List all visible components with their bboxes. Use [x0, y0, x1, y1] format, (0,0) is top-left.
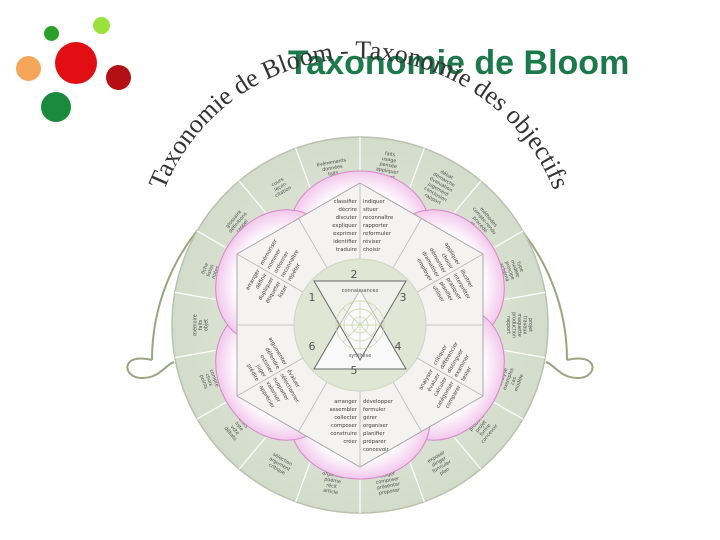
outer-label-word: maquette: [516, 313, 522, 336]
outer-label-word: listes: [206, 263, 216, 277]
right-ribbon-loop: [545, 357, 594, 380]
petal-verb-right: gérer: [363, 414, 378, 421]
outer-label-word: mémoire: [191, 314, 198, 335]
outer-label-word: présenter: [376, 480, 400, 491]
petal-verb-right: situer: [363, 207, 379, 213]
decor-dot-darkred: [106, 65, 131, 90]
petal-verb-right: concevoir: [363, 447, 390, 453]
petal-verb-left: assembler: [330, 407, 358, 413]
decor-dot-lime: [93, 17, 110, 34]
level-number-4: 4: [395, 340, 402, 353]
outer-label-word: travaux: [522, 316, 528, 335]
petal-verb-right: planifier: [363, 431, 386, 437]
decor-dot-orange: [16, 56, 41, 81]
petal-verb-left: collecter: [334, 415, 358, 421]
outer-sector-label: débatdémarcheévaluationjugementconclusio…: [423, 168, 456, 206]
petal-verb-left: créer: [343, 438, 357, 445]
outer-label-word: type: [515, 261, 524, 273]
petal-verbs: arranger assembler collecter composer constr…: [330, 396, 394, 453]
outer-label-word: faits: [198, 319, 204, 330]
petal-column-divider: [429, 264, 465, 286]
petal-verb-left: expliquer: [332, 223, 358, 229]
outer-label-word: proposer: [378, 487, 400, 497]
outer-label-word: données: [322, 163, 344, 174]
petal-verb-left: arranger: [334, 399, 358, 405]
outer-label-word: composer: [375, 476, 399, 486]
outer-label-word: faits: [384, 151, 396, 159]
petal-verb-right: choisir: [363, 247, 381, 253]
petal-verb-right: formuler: [363, 407, 386, 413]
petal-verb-left: construire: [330, 431, 357, 437]
center-top-label: connaissances: [342, 288, 379, 294]
petal-verb-left: traduire: [336, 247, 357, 253]
center-web: [335, 300, 385, 350]
outer-label-word: vote: [229, 424, 240, 436]
decor-dot-red: [55, 42, 97, 84]
petal-verb-left: décrire: [338, 206, 357, 213]
outer-label-word: appliquer: [375, 166, 398, 176]
outer-label-word: article: [323, 488, 339, 497]
petal-verb-left: identifier: [333, 239, 358, 245]
outer-label-word: faits: [328, 170, 340, 178]
outer-label-word: usage: [381, 157, 396, 164]
outer-label-word: compte: [208, 369, 220, 388]
level-number-5: 5: [351, 364, 358, 377]
outer-label-word: leçon: [273, 181, 287, 193]
left-ribbon-loop: [126, 357, 175, 380]
outer-label-word: rapport: [505, 316, 511, 334]
outer-label-word: poème: [324, 475, 342, 485]
outer-label-word: pensée: [379, 160, 397, 170]
outer-label-word: liste: [233, 421, 244, 433]
petal-verb-left: exprimer: [333, 231, 358, 237]
petal-verb-right: préparer: [363, 438, 387, 445]
petal-verb-right: organiser: [363, 423, 389, 429]
level-numbers: 1 2 3 4 5 6: [309, 268, 407, 377]
level-number-6: 6: [309, 340, 316, 353]
level-number-1: 1: [309, 291, 316, 304]
petal-verb-left: discuter: [336, 215, 358, 221]
outer-label-word: cas: [511, 376, 519, 386]
decor-dot-green-small: [44, 26, 59, 41]
petal-column-divider: [255, 364, 292, 386]
petal-verb-right: reconnaître: [363, 214, 393, 221]
level-number-2: 2: [351, 268, 358, 281]
petal-verb-left: classifier: [334, 199, 358, 205]
petal-verb-right: réviser: [363, 238, 382, 245]
outer-label-word: projet: [527, 318, 533, 332]
outer-label-word: notes: [211, 265, 221, 280]
center-bottom-label: synthèse: [349, 352, 372, 359]
petal-verb-right: développer: [363, 398, 394, 405]
petal-column-divider: [428, 364, 465, 386]
petal-verb-right: rapporter: [363, 223, 389, 229]
outer-label-word: récit: [326, 481, 338, 490]
outer-label-word: production: [510, 312, 516, 338]
decor-dot-green-large: [41, 92, 71, 122]
petal-verb-right: reformuler: [363, 231, 392, 237]
outer-label-word: fiche: [200, 262, 210, 275]
outer-label-word: points: [198, 374, 209, 390]
slide-title: Taxonomie de Bloom: [288, 44, 630, 82]
outer-label-word: objet: [204, 319, 210, 331]
outer-label-word: plan: [439, 467, 451, 477]
petal-column-divider: [255, 264, 291, 286]
outer-label-word: cours: [271, 176, 286, 188]
level-number-3: 3: [400, 291, 407, 304]
petal-verb-left: composer: [331, 423, 358, 429]
outer-label-word: choix: [204, 373, 214, 387]
petal-verb-right: indiquer: [363, 199, 386, 205]
